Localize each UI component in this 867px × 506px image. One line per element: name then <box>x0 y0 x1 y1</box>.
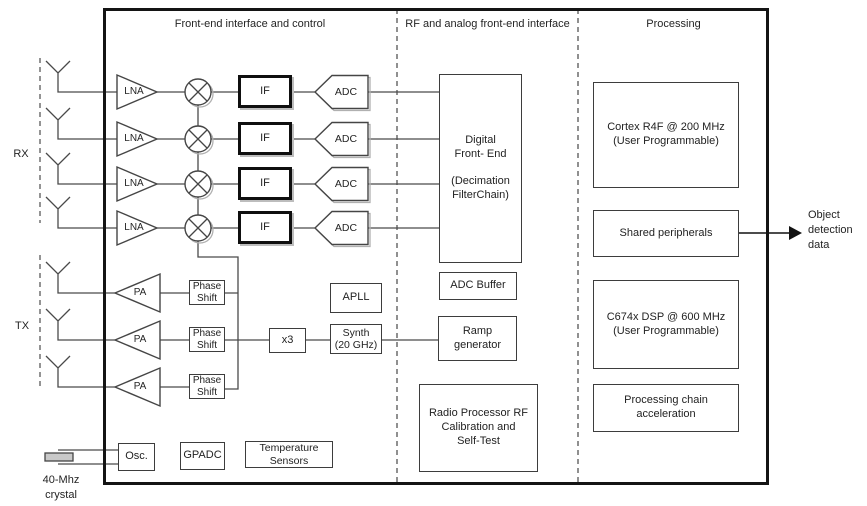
rx-group-label: RX <box>13 148 29 160</box>
pa-3-label: PA <box>133 381 147 392</box>
pa-2-label: PA <box>133 334 147 345</box>
tx-antenna-2-icon <box>45 308 115 341</box>
c674x-dsp-block: C674x DSP @ 600 MHz (User Programmable) <box>593 280 739 369</box>
pa-1-label: PA <box>133 287 147 298</box>
output-data-label: Object detection data <box>808 209 853 251</box>
rx-antenna-1-icon <box>45 60 117 93</box>
crystal-label: 40-Mhz crystal <box>42 474 80 501</box>
chip-outline <box>103 8 769 485</box>
rx-antenna-4-icon <box>45 196 117 229</box>
lo-distribution-wire <box>197 92 438 390</box>
rx-antenna-2-icon <box>45 107 117 140</box>
lna-2-icon <box>116 120 159 158</box>
mixer-2-icon <box>184 125 214 155</box>
lna-3-label: LNA <box>124 178 144 189</box>
processing-chain-block: Processing chain acceleration <box>593 384 739 432</box>
adc-1-label: ADC <box>334 86 358 98</box>
phase-shift-block-3: Phase Shift <box>189 374 225 399</box>
if-block-2: IF <box>238 122 292 155</box>
mixer-3-icon <box>184 170 214 200</box>
adc-2-label: ADC <box>334 133 358 145</box>
lna-4-label: LNA <box>124 222 144 233</box>
section-header-front-end: Front-end interface and control <box>174 18 326 30</box>
output-arrow <box>739 226 802 240</box>
tx-group-label: TX <box>14 320 30 332</box>
lna-2-label: LNA <box>124 133 144 144</box>
mixer-1-icon <box>184 78 214 108</box>
adc-buffer-block: ADC Buffer <box>439 272 517 300</box>
pa-1-icon <box>113 272 161 314</box>
lna-1-icon <box>116 73 159 111</box>
ramp-generator-block: Ramp generator <box>438 316 517 361</box>
pa-3-icon <box>113 366 161 408</box>
apll-block: APLL <box>330 283 382 313</box>
section-header-rf-analog: RF and analog front-end interface <box>405 18 570 30</box>
pa-2-icon <box>113 319 161 361</box>
cortex-r4f-block: Cortex R4F @ 200 MHz (User Programmable) <box>593 82 739 188</box>
gpadc-block: GPADC <box>180 442 225 470</box>
multiplier-x3-block: x3 <box>269 328 306 353</box>
rx-antenna-3-icon <box>45 152 117 185</box>
tx-antenna-3-icon <box>45 355 115 388</box>
if-block-1: IF <box>238 75 292 108</box>
phase-shift-block-2: Phase Shift <box>189 327 225 352</box>
section-header-processing: Processing <box>646 18 701 30</box>
phase-shift-block-1: Phase Shift <box>189 280 225 305</box>
temperature-sensors-block: Temperature Sensors <box>245 441 333 468</box>
lna-3-icon <box>116 165 159 203</box>
lna-1-label: LNA <box>124 86 144 97</box>
if-block-4: IF <box>238 211 292 244</box>
adc-4-label: ADC <box>334 222 358 234</box>
tx-antenna-1-icon <box>45 261 115 294</box>
adc-4-icon <box>313 210 371 248</box>
osc-block: Osc. <box>118 443 155 471</box>
adc-3-label: ADC <box>334 178 358 190</box>
shared-peripherals-block: Shared peripherals <box>593 210 739 257</box>
synth-block: Synth (20 GHz) <box>330 324 382 354</box>
adc-3-icon <box>313 166 371 204</box>
digital-front-end-block: Digital Front- End (Decimation FilterCha… <box>439 74 522 263</box>
radio-processor-block: Radio Processor RF Calibration and Self-… <box>419 384 538 472</box>
tx-row-wires <box>160 292 189 388</box>
mixer-4-icon <box>184 214 214 244</box>
crystal-icon <box>44 449 118 465</box>
adc-2-icon <box>313 121 371 159</box>
adc-1-icon <box>313 74 371 112</box>
if-block-3: IF <box>238 167 292 200</box>
lna-4-icon <box>116 209 159 247</box>
